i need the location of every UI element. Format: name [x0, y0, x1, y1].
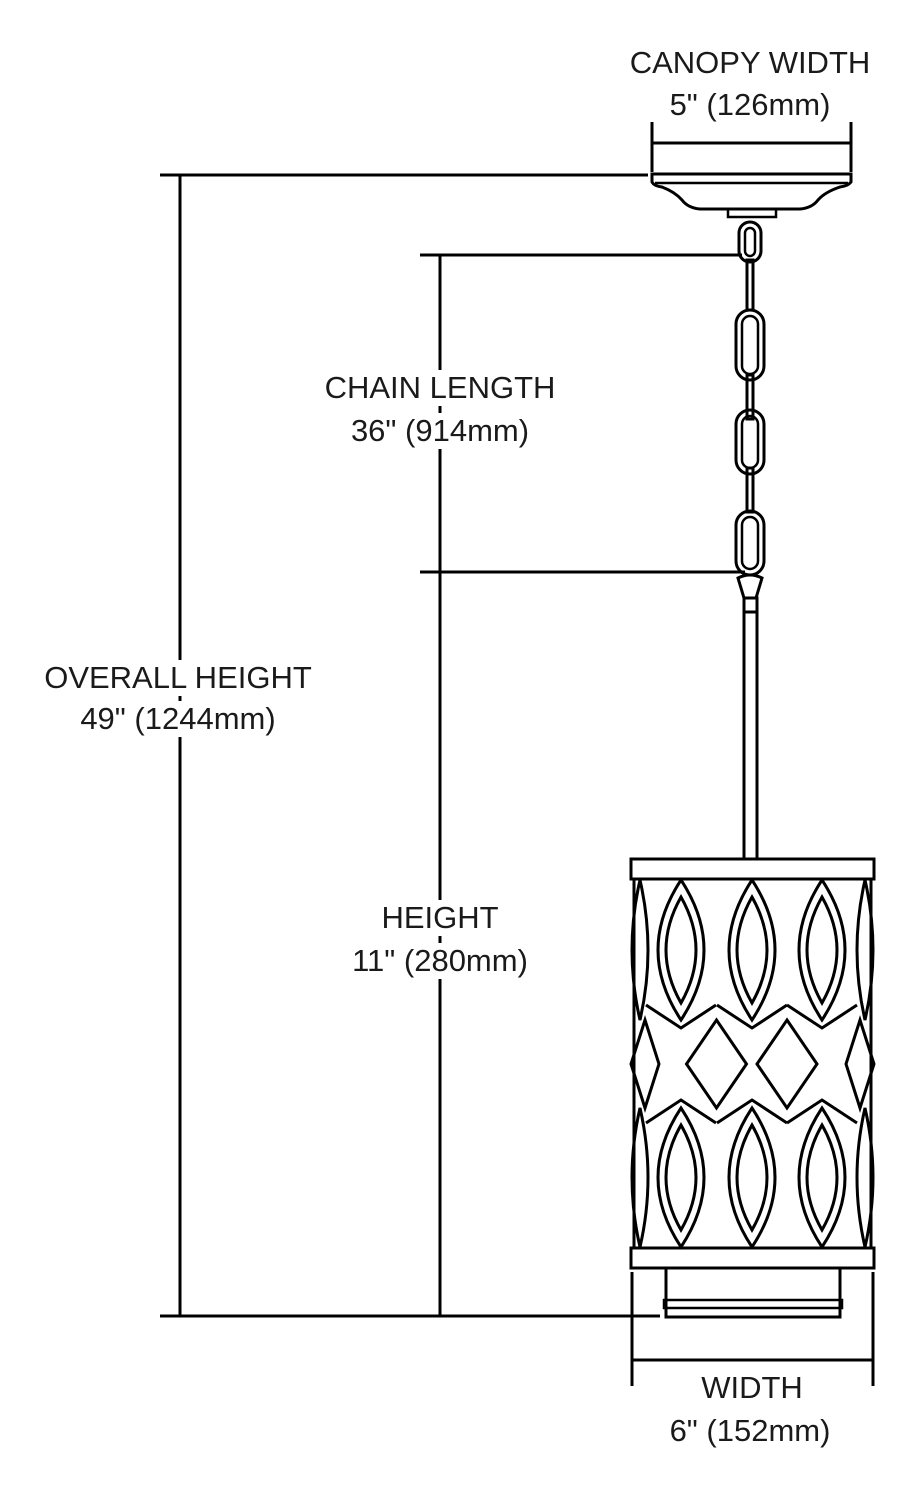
shade-lens-inner: [805, 1121, 839, 1234]
shade-band: [645, 1003, 717, 1030]
width-label: WIDTH: [699, 1370, 805, 1406]
shade-diamond: [755, 1017, 819, 1111]
shade-lens-outer: [656, 1105, 706, 1250]
chain-link-side: [745, 258, 755, 312]
canopy: [650, 172, 853, 219]
shade-lens-outer: [727, 1105, 777, 1250]
shade-diamond: [684, 1017, 749, 1111]
canopy-width-value: 5" (126mm): [667, 87, 833, 123]
shade-lens-inner: [735, 893, 769, 1007]
shade-band: [786, 1098, 858, 1125]
shade: [629, 857, 876, 1319]
chain-length-value: 36" (914mm): [348, 413, 532, 449]
height-value: 11" (280mm): [350, 943, 530, 979]
canopy-width-label: CANOPY WIDTH: [627, 45, 873, 81]
chain-length-label: CHAIN LENGTH: [322, 370, 558, 406]
chain-link: [737, 220, 763, 264]
shade-diamond: [629, 1015, 661, 1113]
chain-link: [734, 408, 766, 476]
shade-band: [786, 1003, 858, 1030]
chain-link: [734, 509, 766, 577]
shade-band: [716, 1003, 788, 1030]
shade-lens-outer: [797, 877, 847, 1023]
overall-height-value: 49" (1244mm): [78, 701, 278, 737]
chain-link-inner: [740, 314, 760, 376]
chain-link-inner: [743, 226, 757, 258]
shade-band: [645, 1098, 717, 1125]
shade-lens-inner: [735, 1121, 769, 1234]
canopy-width-dimension: [650, 122, 853, 172]
overall-height-dimension: [160, 173, 660, 1318]
height-label: HEIGHT: [379, 900, 501, 936]
shade-lens-outer: [797, 1105, 847, 1250]
chain-link-side: [745, 373, 755, 421]
chain-link-inner: [740, 414, 760, 470]
stem: [736, 573, 764, 859]
chain-link-inner: [740, 515, 760, 571]
shade-lens-outer: [727, 877, 777, 1023]
shade-band: [716, 1098, 788, 1125]
shade-lens-inner: [664, 1121, 698, 1234]
width-value: 6" (152mm): [667, 1413, 833, 1449]
shade-lens-outer: [656, 877, 706, 1023]
overall-height-label: OVERALL HEIGHT: [42, 660, 314, 696]
shade-diamond: [844, 1015, 876, 1113]
shade-lens-inner: [805, 893, 839, 1007]
shade-lens-inner: [664, 893, 698, 1007]
chain: [734, 220, 766, 577]
width-dimension: [630, 1272, 875, 1386]
chain-link: [734, 308, 766, 382]
